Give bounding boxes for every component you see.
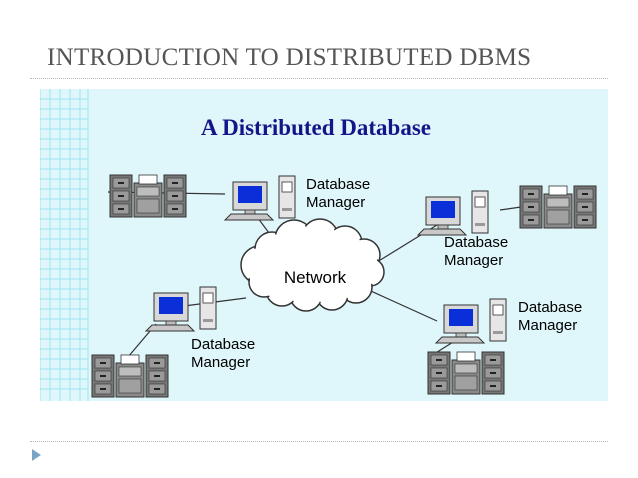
site-top-right: Database Manager [417,186,596,269]
site-label-line1: Database [306,176,370,193]
database-server-icon [92,355,168,397]
database-server-icon [520,186,596,228]
grid-pattern [40,89,89,401]
site-label-line1: Database [444,234,508,251]
diagram-title: A Distributed Database [201,115,431,140]
site-label-line2: Manager [518,317,577,334]
site-label-line1: Database [191,336,255,353]
slide-title: INTRODUCTION TO DISTRIBUTED DBMS [47,44,532,71]
site-label-line2: Manager [306,194,365,211]
site-label-line2: Manager [444,252,503,269]
title-divider [30,78,608,79]
network-label: Network [284,268,347,287]
site-bottom-right: Database Manager [428,298,582,394]
site-label-line2: Manager [191,354,250,371]
distributed-database-diagram: A Distributed Database [40,89,608,401]
slide-nav-arrow-icon [32,449,41,461]
network-cloud [240,218,385,312]
database-server-icon [110,175,186,217]
site-top-left: Database Manager [110,175,370,221]
footer-divider [30,441,608,442]
site-bottom-left: Database Manager [92,286,255,397]
site-label-line1: Database [518,299,582,316]
database-server-icon [428,352,504,394]
